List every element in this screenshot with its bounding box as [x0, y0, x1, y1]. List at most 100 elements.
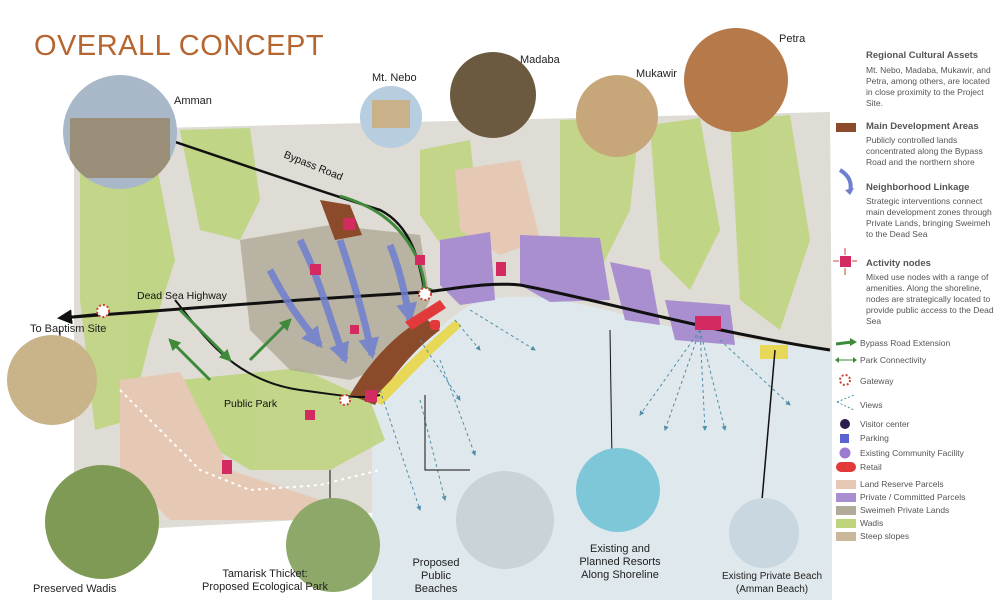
amman-beach-strip	[760, 345, 788, 359]
park-link-1	[178, 308, 232, 362]
legend-linkage-desc: Strategic interventions connect main dev…	[866, 196, 992, 239]
bypass-road-extension	[339, 194, 433, 299]
linkage-4	[266, 268, 323, 349]
amman-beach-label: Existing Private Beach (Amman Beach)	[712, 570, 832, 596]
beach-strip	[372, 320, 462, 405]
private-parcels-swatch	[836, 493, 856, 502]
beaches-label-line2: Beaches	[414, 583, 458, 595]
amman-beach-label-line2: (Amman Beach)	[735, 584, 809, 595]
main-dev-bypass	[350, 318, 440, 405]
legend-regional-head: Regional Cultural Assets	[866, 50, 979, 61]
resorts-label-line2: Planned Resorts	[579, 556, 661, 568]
preserved-wadis-label: Preserved Wadis	[33, 583, 117, 595]
land-reserve-layer	[120, 160, 540, 520]
gateway-west	[96, 304, 110, 318]
gateways	[96, 287, 432, 406]
sweimeh-swatch	[836, 506, 856, 515]
amman-beach-pointer	[761, 349, 776, 501]
linkage-2	[336, 238, 379, 360]
legend-item-6: Existing Community Facility	[860, 448, 964, 458]
land-reserve-swatch	[836, 480, 856, 489]
retail-1	[405, 300, 446, 330]
blue-square-icon	[840, 434, 849, 443]
wadi-east-3	[730, 115, 810, 330]
petra-photo	[684, 28, 788, 132]
node-1	[343, 218, 355, 230]
resorts-label: Existing and Planned Resorts Along Shore…	[575, 543, 665, 582]
legend-nodes-head: Activity nodes	[866, 258, 931, 269]
reserve-south-west	[120, 372, 320, 520]
node-2	[310, 264, 321, 275]
wadi-west	[80, 130, 175, 430]
park-link-3	[168, 338, 212, 382]
view-lines	[379, 309, 791, 511]
legend-main-dev-head: Main Development Areas	[866, 121, 979, 132]
resorts-label-line1: Existing and	[590, 543, 650, 555]
retail-2	[430, 320, 440, 330]
mukawir-photo	[576, 75, 658, 157]
linkage-1	[296, 238, 349, 364]
amman-beach-photo	[729, 498, 799, 568]
dark-dot-icon	[840, 419, 850, 429]
amman-beach-label-line1: Existing Private Beach	[721, 571, 823, 582]
dashed-arrows-icon	[836, 394, 855, 411]
beaches-pointer	[424, 395, 470, 471]
view-9	[699, 329, 727, 431]
mt-nebo-label: Mt. Nebo	[372, 72, 417, 84]
linkage-arrows	[266, 238, 418, 364]
legend-nodes-desc: Mixed use nodes with a range of amenitie…	[866, 272, 994, 326]
beaches-label-line1: Proposed Public	[412, 557, 460, 582]
wadi-east-2	[650, 118, 720, 290]
photo-circles	[7, 28, 799, 592]
private-1	[440, 232, 495, 305]
legend-item-0: Bypass Road Extension	[860, 338, 951, 348]
preserved-wadis-photo	[45, 465, 159, 579]
amman-photo-city	[70, 118, 170, 178]
view-3	[419, 339, 461, 401]
node-5	[695, 316, 721, 330]
tamarisk-label-line2: Proposed Ecological Park	[202, 581, 328, 593]
main-dev-swatch	[836, 123, 856, 132]
sweimeh-lands	[240, 225, 430, 380]
page-title: OVERALL CONCEPT	[34, 30, 325, 62]
gateway-center	[418, 287, 432, 301]
view-4	[439, 359, 476, 456]
wadi-north-center	[180, 128, 260, 240]
view-1	[454, 319, 481, 351]
legend-item-12: Steep slopes	[860, 531, 910, 541]
double-arrow-icon	[835, 357, 857, 363]
dead-sea-highway-label: Dead Sea Highway	[137, 290, 227, 302]
legend-item-1: Park Connectivity	[860, 355, 927, 365]
legend-item-4: Visitor center	[860, 419, 910, 429]
view-5	[419, 399, 447, 501]
tamarisk-label: Tamarisk Thicket: Proposed Ecological Pa…	[195, 568, 335, 594]
resorts-pointer	[609, 329, 613, 461]
node-3	[415, 255, 425, 265]
park-link-2	[248, 318, 292, 362]
resorts-photo	[576, 448, 660, 532]
node-7	[305, 410, 315, 420]
public-park-label: Public Park	[224, 398, 278, 410]
linkage-arrow-icon	[838, 168, 854, 195]
node-9	[350, 325, 359, 334]
madaba-photo	[450, 52, 536, 138]
legend-item-8: Land Reserve Parcels	[860, 479, 944, 489]
legend-item-9: Private / Committed Parcels	[860, 492, 966, 502]
tamarisk-label-line1: Tamarisk Thicket:	[222, 568, 308, 580]
mt-nebo-photo-building	[372, 100, 410, 128]
node-6	[365, 390, 377, 402]
park-connectivity	[168, 308, 292, 382]
legend-main-dev-desc: Publicly controlled lands concentrated a…	[866, 135, 983, 167]
view-6	[639, 329, 701, 416]
legend-item-11: Wadis	[860, 518, 884, 528]
wadis-swatch	[836, 519, 856, 528]
baptism-label: To Baptism Site	[30, 323, 107, 335]
resorts-label-line3: Along Shoreline	[581, 569, 659, 581]
activity-node-icon	[833, 248, 857, 275]
beaches-label: Proposed Public Beaches	[396, 557, 476, 596]
node-4	[496, 262, 506, 276]
red-pill-icon	[836, 462, 856, 472]
legend-item-10: Sweimeh Private Lands	[860, 505, 950, 515]
view-8	[699, 329, 708, 431]
green-arrow-icon	[835, 338, 857, 346]
